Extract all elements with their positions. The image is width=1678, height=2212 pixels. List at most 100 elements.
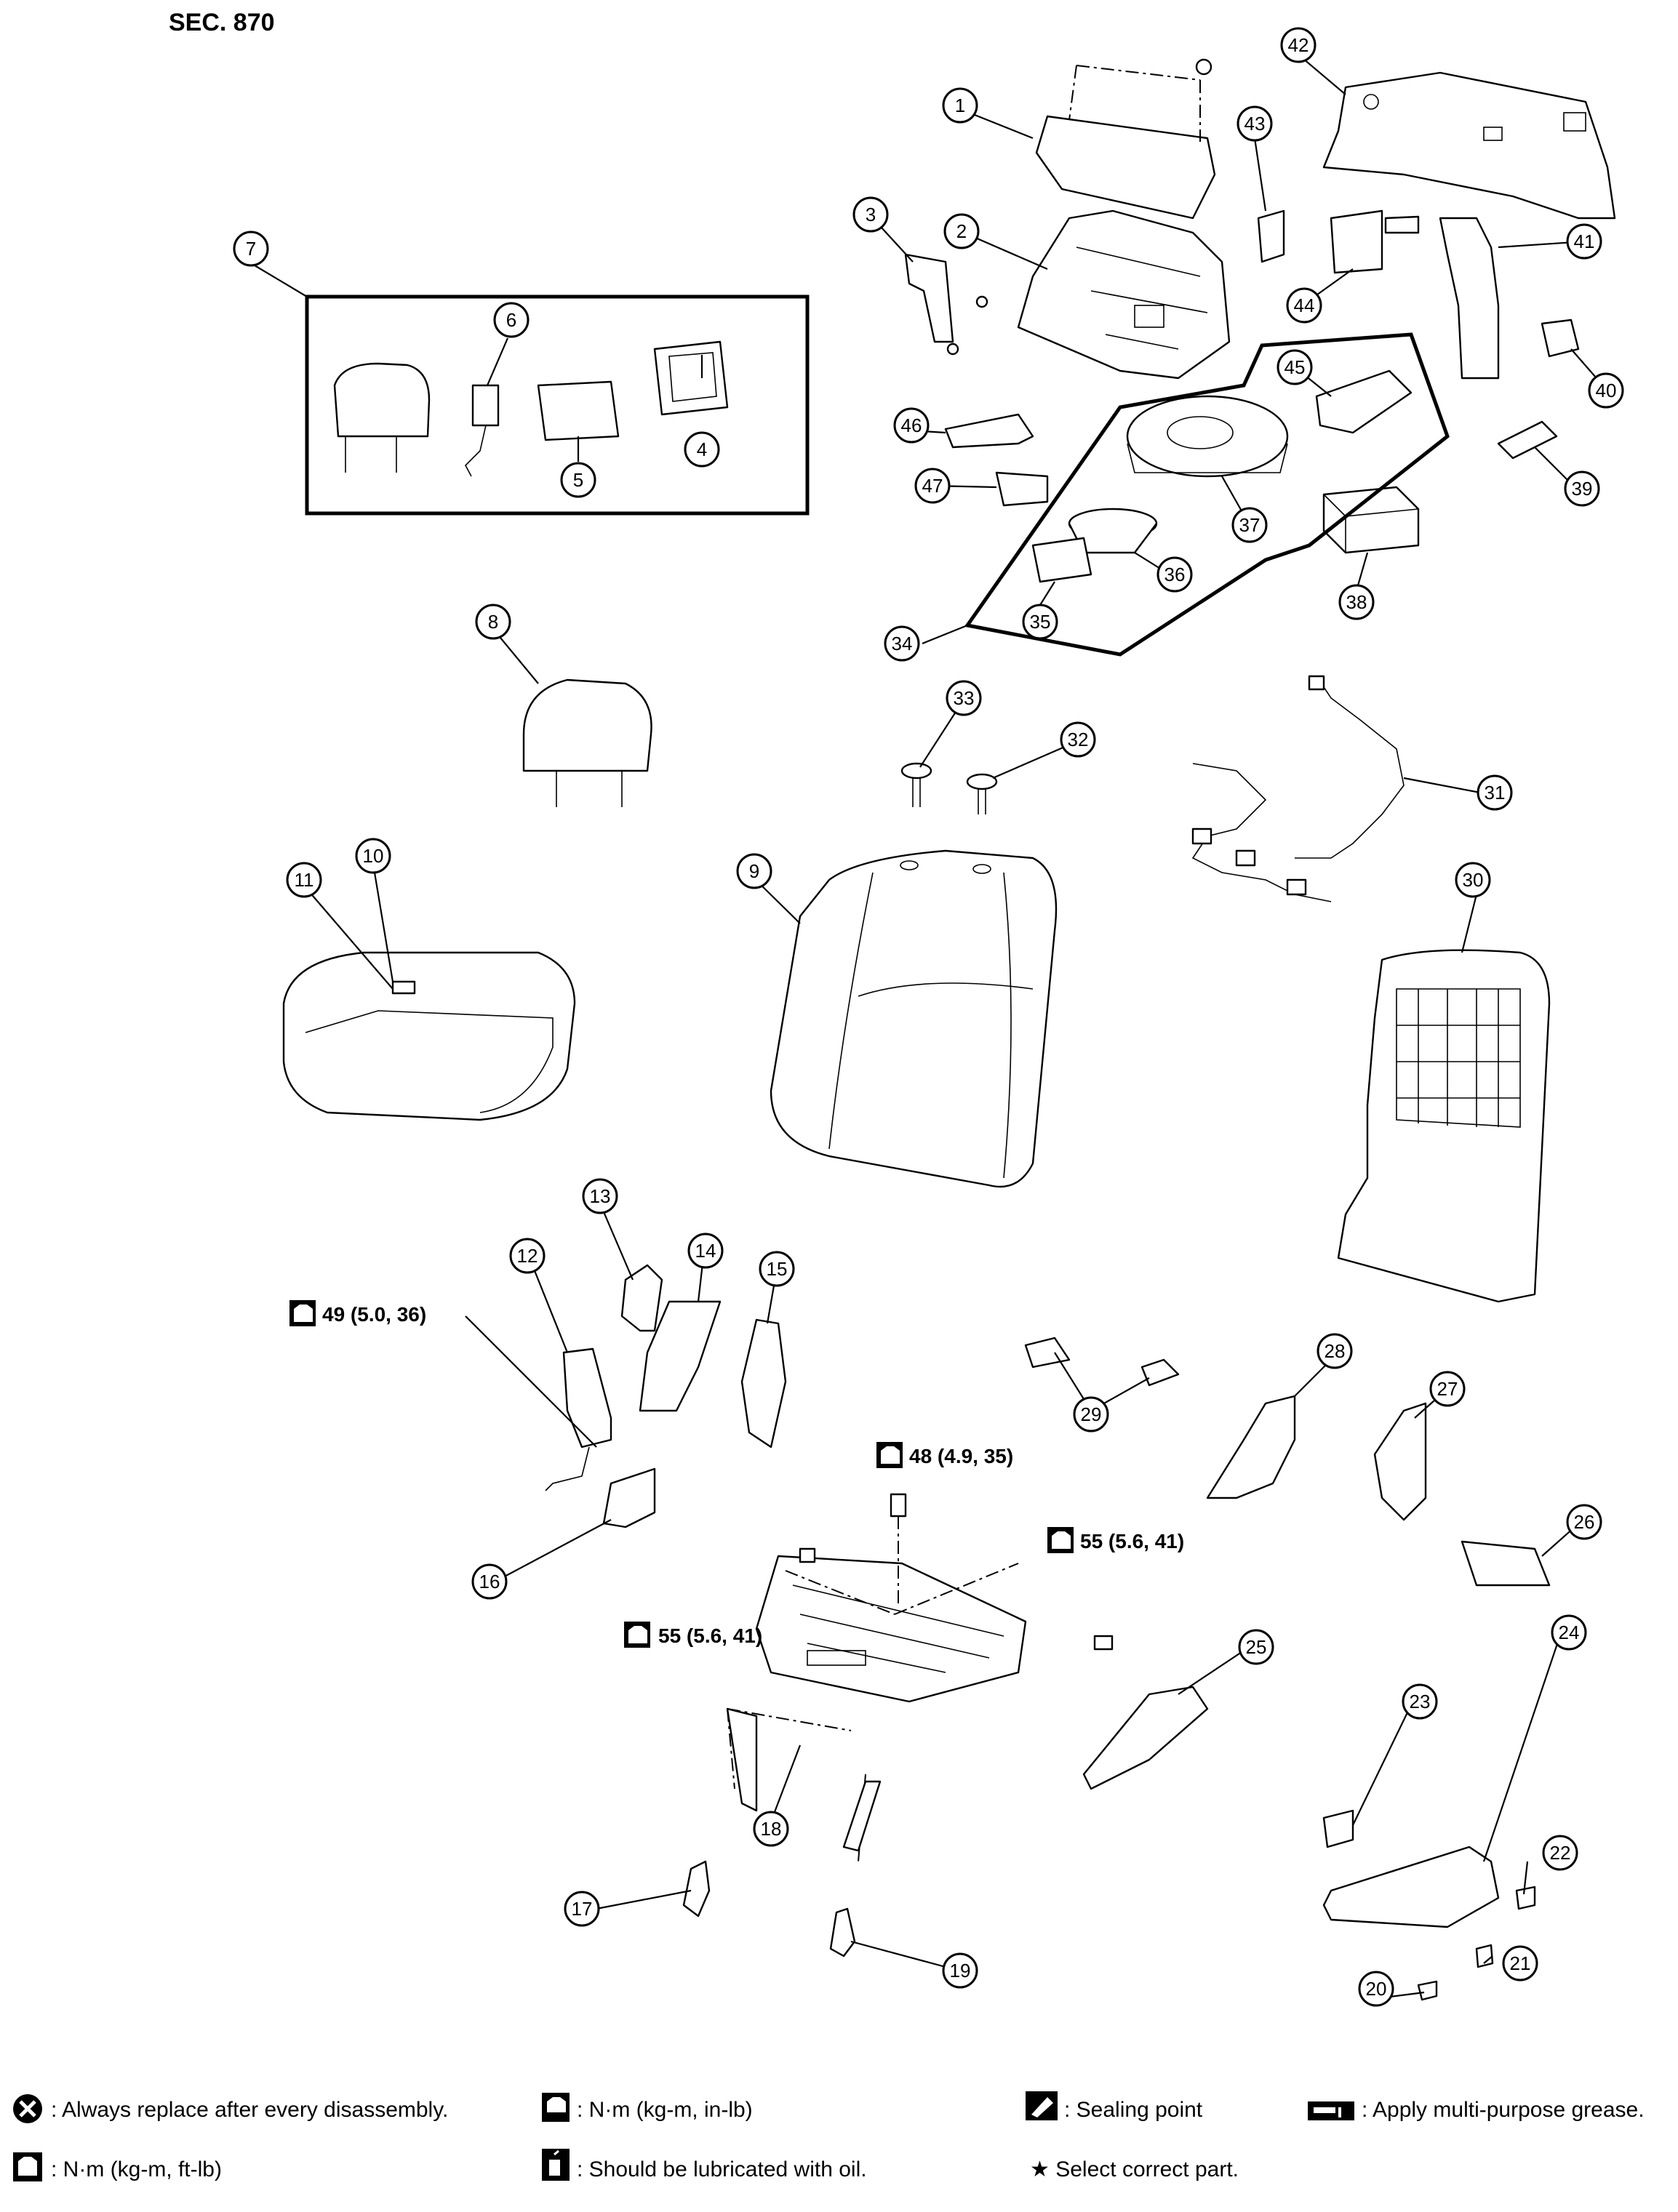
part-callout: 19 [942,1952,978,1989]
svg-text:29: 29 [1081,1403,1102,1425]
legend-item-oil: : Should be lubricated with oil. [542,2149,867,2181]
part-9-seatback [770,849,1058,1188]
part-19 [829,1907,856,1957]
svg-text:28: 28 [1325,1340,1346,1362]
part-8-headrest [522,678,652,807]
part-47 [995,471,1049,507]
part-callout: 35 [1022,604,1058,640]
part-callout: 44 [1286,287,1322,324]
svg-text:23: 23 [1410,1691,1431,1712]
svg-text:55 (5.6, 41): 55 (5.6, 41) [658,1624,762,1647]
svg-text:48 (4.9, 35): 48 (4.9, 35) [909,1445,1013,1467]
part-callout: 37 [1231,507,1268,543]
svg-text:: N·m (kg-m, in-lb): : N·m (kg-m, in-lb) [577,2098,753,2122]
torque-ft-lb-icon [13,2152,42,2181]
part-16-cover [602,1467,656,1528]
part-callout: 14 [687,1233,724,1269]
svg-text:36: 36 [1164,564,1186,585]
svg-text:43: 43 [1244,113,1266,135]
part-callout: 6 [493,302,530,338]
svg-text:55 (5.6, 41): 55 (5.6, 41) [1080,1530,1184,1552]
part-4-bracket [653,340,729,416]
svg-text:20: 20 [1366,1978,1387,2000]
svg-text:: Apply multi-purpose grease.: : Apply multi-purpose grease. [1362,2098,1645,2122]
svg-text:45: 45 [1285,356,1306,378]
svg-text:31: 31 [1485,782,1506,804]
svg-text:2: 2 [956,220,967,242]
star-icon: ★ Select correct part. [1030,2157,1239,2181]
svg-text:26: 26 [1574,1511,1595,1533]
part-callout: 34 [884,625,920,662]
part-callout: 3 [852,196,889,233]
part-24-side-trim [1322,1846,1500,1928]
svg-text:27: 27 [1437,1378,1458,1400]
part-17 [682,1860,711,1918]
svg-text:12: 12 [517,1245,538,1267]
svg-text:44: 44 [1294,294,1315,316]
part-42-rear-panel [1322,71,1616,220]
svg-text:24: 24 [1559,1622,1580,1643]
part-18-seat-frame [726,1555,1027,1862]
svg-text:11: 11 [295,869,314,891]
part-33-headrest-holder [900,762,932,807]
part-callout: 25 [1238,1629,1274,1665]
part-39 [1497,420,1558,460]
svg-text:16: 16 [479,1571,500,1592]
part-45 [1315,369,1413,434]
part-callout: 2 [943,213,980,249]
part-29-clip-a [1024,1337,1071,1369]
svg-text:7: 7 [246,238,256,260]
svg-text:15: 15 [767,1258,788,1280]
part-callout: 7 [233,231,269,267]
torque-ft-lb-icon [289,1300,316,1326]
part-32-headrest-holder [966,773,998,814]
torque-spec-55-right: 55 (5.6, 41) [1047,1527,1184,1553]
part-callout: 30 [1455,862,1491,898]
svg-text:8: 8 [488,611,498,633]
legend-item-select-part: ★ Select correct part. [1030,2157,1239,2181]
part-callout: 9 [736,853,772,889]
bolt-55-right [1093,1635,1114,1651]
part-22 [1515,1886,1536,1910]
part-41-duct [1439,217,1500,380]
oil-lubricate-icon [542,2149,570,2181]
part-callout: 31 [1477,774,1513,811]
part-34-blower-group-outline [964,332,1450,657]
part-callout: 26 [1566,1504,1602,1540]
svg-text:6: 6 [506,309,516,331]
part-7-group-box [305,294,810,516]
part-callout: 10 [355,838,391,874]
svg-text:10: 10 [363,845,384,867]
part-callout: 17 [564,1891,600,1927]
svg-text:33: 33 [954,687,975,709]
part-callout: 36 [1156,556,1193,593]
part-callout: 42 [1280,27,1317,63]
svg-text:1: 1 [955,95,965,116]
part-callout: 5 [560,462,596,498]
svg-text:47: 47 [922,475,943,497]
part-callout: 46 [893,407,930,444]
torque-in-lb-icon [542,2093,570,2122]
part-callout: 12 [509,1238,546,1274]
svg-text:38: 38 [1346,591,1367,613]
part-callout: 32 [1060,721,1096,758]
svg-text:37: 37 [1239,514,1261,536]
torque-ft-lb-icon [1047,1527,1074,1553]
svg-text:: Always replace after every d: : Always replace after every disassembly… [51,2098,448,2122]
part-14-cover [639,1300,722,1412]
part-callout: 11 [286,862,322,898]
part-6-sensor [465,384,500,477]
part-callout: 16 [471,1563,508,1600]
legend-item-torque-in-lb: : N·m (kg-m, in-lb) [542,2093,753,2122]
svg-text:34: 34 [892,633,913,654]
part-46 [944,413,1034,449]
part-3-small-bracket [904,253,988,356]
section-title: SEC. 870 [169,9,275,36]
svg-text:18: 18 [761,1818,782,1840]
part-1-cover [1035,58,1216,220]
sealing-point-icon [1026,2091,1058,2120]
bolt-55-left [799,1547,816,1563]
part-20 [1417,1980,1438,2001]
part-callout: 13 [582,1178,618,1214]
legend-item-sealing-point: : Sealing point [1026,2091,1203,2122]
